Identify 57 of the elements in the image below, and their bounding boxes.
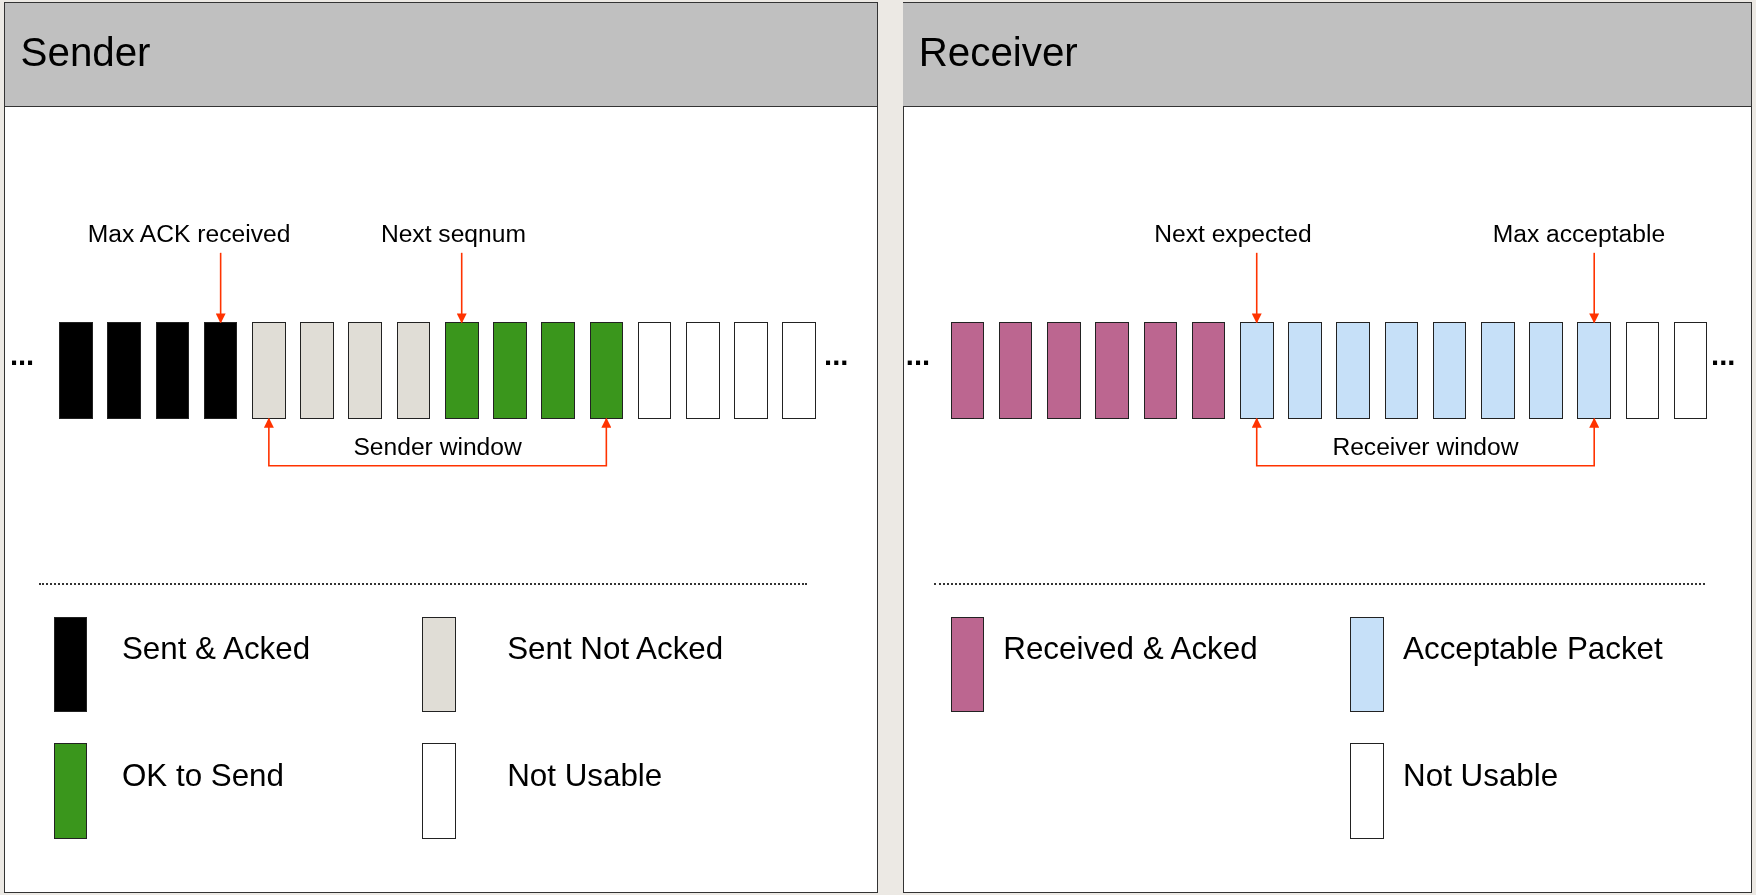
packet-box xyxy=(348,322,383,419)
packet-box xyxy=(155,322,190,419)
packet-box xyxy=(1673,322,1708,419)
arrow xyxy=(456,252,467,324)
packet-box xyxy=(107,322,141,419)
packet-box xyxy=(1481,322,1515,419)
pointer-label: Max acceptable xyxy=(1492,220,1666,249)
packet-box xyxy=(950,322,985,419)
packet-box xyxy=(59,322,93,419)
packet-box xyxy=(1191,322,1226,419)
arrow xyxy=(215,252,226,324)
arrow xyxy=(1251,417,1600,467)
packet-box xyxy=(203,322,238,419)
packet-box xyxy=(1529,322,1563,419)
packet-box xyxy=(637,322,672,419)
pointer-label: Max ACK received xyxy=(87,220,291,249)
ellipsis-text: ... xyxy=(9,339,35,373)
packet-box xyxy=(998,322,1033,419)
arrow xyxy=(1589,252,1600,324)
legend-label: Received & Acked xyxy=(1003,631,1258,668)
packet-box xyxy=(589,322,624,419)
packet-box xyxy=(541,322,575,419)
packet-box xyxy=(1384,322,1419,419)
packet-box xyxy=(396,322,431,419)
packet-box xyxy=(782,322,816,419)
packet-box xyxy=(300,322,334,419)
packet-box xyxy=(1577,322,1611,419)
panel-title: Receiver xyxy=(918,29,1078,76)
packet-box xyxy=(252,322,286,419)
legend-label: Sent & Acked xyxy=(121,631,311,668)
legend-label: Acceptable Packet xyxy=(1403,631,1663,668)
packet-box xyxy=(493,322,527,419)
packet-box xyxy=(1288,322,1322,419)
packet-box xyxy=(444,322,479,419)
ellipsis-text: ... xyxy=(1711,339,1736,373)
pointer-label: Next expected xyxy=(1154,220,1312,249)
packet-box xyxy=(685,322,720,419)
packet-box xyxy=(734,322,768,419)
packet-box xyxy=(1239,322,1274,419)
legend-label: Sent Not Acked xyxy=(507,631,724,668)
ellipsis-text: ... xyxy=(824,339,849,373)
legend-label: Not Usable xyxy=(507,758,663,795)
packet-box xyxy=(1336,322,1370,419)
panel-title: Sender xyxy=(20,29,151,76)
packet-box xyxy=(1095,322,1129,419)
panel-card xyxy=(902,2,1752,893)
packet-box xyxy=(1143,322,1178,419)
packet-box xyxy=(1625,322,1660,419)
packet-box xyxy=(1432,322,1467,419)
ellipsis-text: ... xyxy=(905,339,931,373)
legend-label: Not Usable xyxy=(1403,758,1559,795)
legend-label: OK to Send xyxy=(121,758,284,795)
arrow xyxy=(263,417,612,467)
arrow xyxy=(1251,252,1262,324)
packet-box xyxy=(1047,322,1081,419)
panel-card xyxy=(4,2,878,893)
pointer-label: Next seqnum xyxy=(380,220,526,249)
